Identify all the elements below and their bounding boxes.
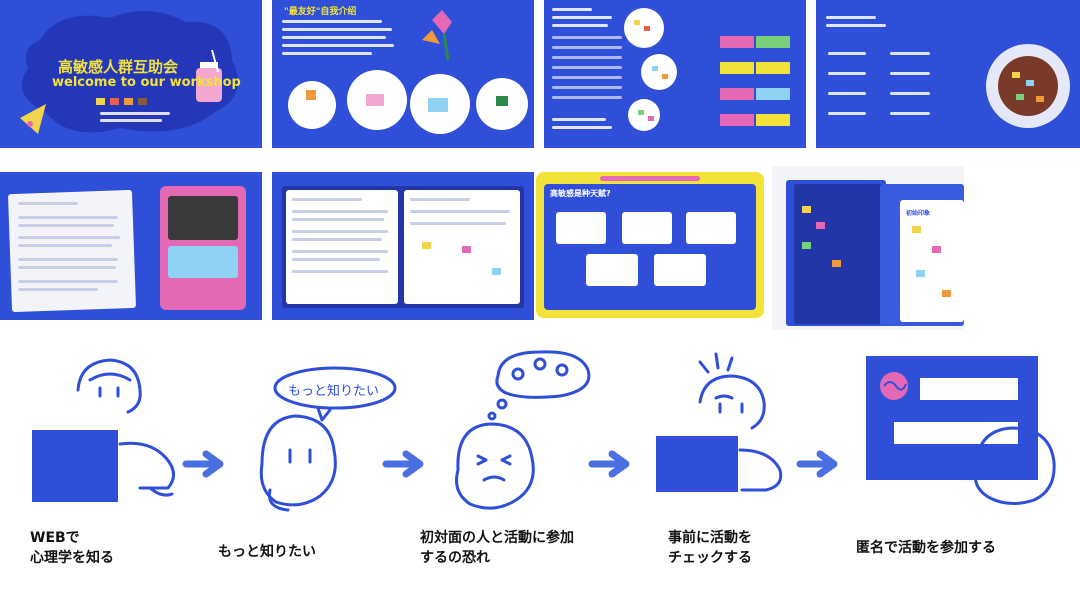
thought-bubble-icon [495, 350, 591, 399]
laptop-icon [656, 436, 738, 492]
character-anonymous [866, 356, 1056, 505]
slide-heading: "最友好"自我介绍 [284, 7, 357, 17]
flower-decoration [288, 10, 528, 134]
slide-title-cn: 高敏感人群互助会 [58, 58, 179, 76]
brain-icon [880, 372, 908, 400]
slide-heading: 初始印象 [906, 210, 931, 217]
character-at-laptop [32, 358, 175, 502]
slide-thumbnail-heart-chart[interactable] [816, 0, 1080, 148]
slide-thumbnail-faces[interactable] [0, 172, 262, 320]
slide-title-en: welcome to our workshop [52, 75, 241, 90]
step-4-label: 事前に活動をチェックする [668, 530, 752, 566]
slide-heading: 高敏感是种天赋? [550, 189, 611, 198]
step-1-label: WEBで心理学を知る [30, 530, 114, 566]
slide-thumbnail-gift[interactable]: 高敏感是种天赋? [536, 172, 764, 318]
slide-thumbnail-welcome[interactable]: 高敏感人群互助会 welcome to our workshop [0, 0, 262, 148]
laptop-icon [32, 430, 118, 502]
arrow-right-icon [588, 450, 630, 478]
slide-thumbnail-notebook[interactable] [272, 172, 534, 320]
arrow-right-icon [796, 450, 838, 478]
step-5-label: 匿名で活動を参加する [856, 540, 996, 556]
character-curious [259, 366, 397, 512]
arrow-right-icon [182, 450, 224, 478]
slide-thumbnail-checklist[interactable] [544, 0, 806, 148]
step-2-label: もっと知りたい [218, 544, 316, 560]
journey-illustrations [32, 350, 1056, 512]
arrow-right-icon [382, 450, 424, 478]
step-3-label: 初対面の人と活動に参加するの恐れ [420, 530, 574, 566]
cloud-illustration [20, 10, 239, 134]
speech-bubble-text: もっと知りたい [288, 384, 380, 399]
character-worried [455, 350, 591, 510]
character-checking [656, 352, 783, 492]
slide-thumbnail-self-intro[interactable]: "最友好"自我介绍 [272, 0, 534, 148]
speech-bubble-icon [273, 366, 397, 410]
slide-thumbnail-board[interactable]: 初始印象 [772, 166, 964, 330]
